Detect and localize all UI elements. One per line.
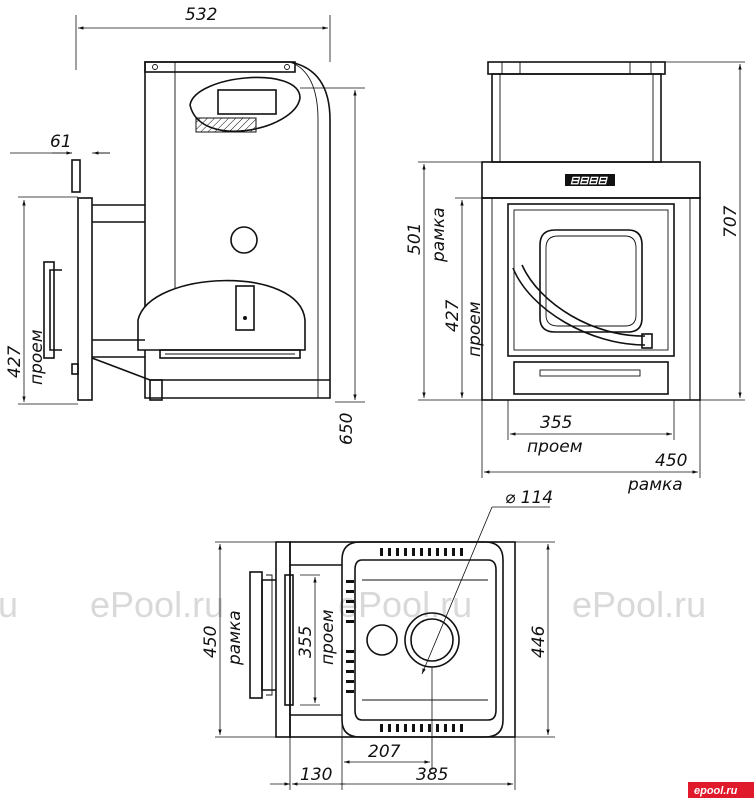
dim-front-frame-height: 501 — [405, 223, 425, 255]
dim-top-flue-diameter: ⌀ 114 — [505, 488, 553, 508]
side-door-handle — [49, 269, 62, 351]
watermark-group: u ePool.ru ePool.ru ePool.ru — [0, 584, 706, 625]
top-view: ⌀ 114 450 рамка 355 проем 446 207 130 38… — [201, 488, 555, 790]
front-door-handle — [512, 267, 646, 346]
dim-front-opening-width-label: проем — [527, 437, 583, 457]
logo-badge — [688, 782, 754, 798]
side-top-plate — [144, 61, 296, 73]
dim-front-overall-height: 707 — [721, 205, 741, 238]
dim-top-opening-label: проем — [318, 609, 338, 665]
front-door-glass — [539, 229, 643, 333]
front-frame — [481, 197, 701, 401]
top-door-handle — [261, 579, 276, 691]
dim-top-body-width: 385 — [416, 765, 448, 785]
logo-text: epool.ru — [694, 785, 738, 797]
dim-front-opening-width: 355 — [540, 413, 572, 433]
dim-side-frame-depth: 61 — [50, 132, 72, 152]
dim-top-offset: 207 — [368, 742, 401, 762]
top-frame — [275, 541, 291, 738]
dim-front-opening-height: 427 — [443, 299, 463, 332]
side-round-hole — [230, 226, 258, 254]
top-round-hole — [366, 624, 398, 656]
svg-text:⊟⊟⊟⊟: ⊟⊟⊟⊟ — [570, 175, 609, 187]
top-stove-body — [341, 541, 504, 738]
dim-front-opening-label: проем — [465, 301, 485, 357]
front-door — [507, 203, 675, 357]
watermark-left: u — [0, 584, 18, 625]
front-view: ⊟⊟⊟⊟ 501 рамка 427 проем 707 355 проем 4… — [405, 61, 745, 495]
front-top-plate — [487, 61, 666, 75]
front-ash-drawer — [513, 361, 669, 395]
watermark-middle-left: ePool.ru — [90, 584, 224, 625]
dim-top-frame-label: рамка — [225, 610, 245, 666]
dim-side-opening-label: проем — [27, 329, 47, 385]
dim-side-width: 532 — [185, 5, 217, 25]
dim-top-frame-height: 450 — [201, 626, 221, 658]
dim-side-opening-height: 427 — [5, 345, 25, 378]
dim-top-body-depth: 446 — [529, 625, 549, 658]
dim-top-opening-height: 355 — [296, 626, 316, 658]
dim-side-overall-height: 650 — [337, 413, 357, 445]
epool-logo: epool.ru — [688, 782, 754, 798]
dim-front-frame-width: 450 — [655, 451, 687, 471]
dim-top-frame-offset: 130 — [300, 765, 332, 785]
side-grate — [159, 349, 301, 359]
top-vent-slots — [346, 548, 463, 732]
front-upper-body — [491, 73, 662, 163]
dim-front-frame-width-label: рамка — [627, 475, 683, 495]
watermark-right: ePool.ru — [572, 584, 706, 625]
side-frame — [77, 197, 93, 401]
side-cutaway-firebox — [137, 279, 306, 351]
watermark-middle-right: ePool.ru — [338, 584, 472, 625]
dim-front-frame-label: рамка — [429, 207, 449, 263]
side-view: 532 61 427 проем 650 — [5, 5, 365, 445]
